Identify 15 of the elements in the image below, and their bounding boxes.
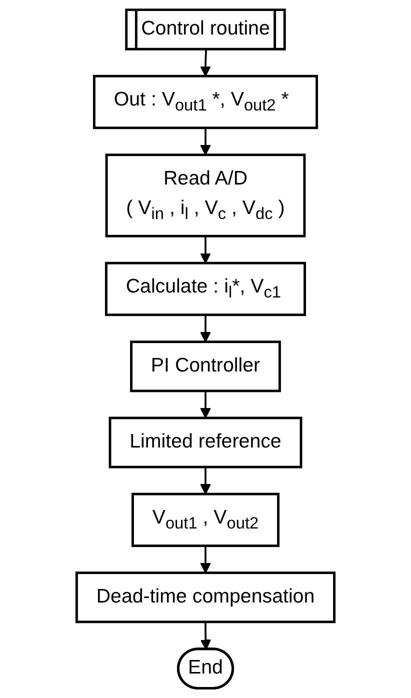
arrow <box>200 546 211 574</box>
arrow <box>200 314 211 342</box>
arrow <box>200 50 211 77</box>
node-box: Calculate : i$_{l}$*, V$_{c1}$ <box>104 262 306 316</box>
arrow <box>200 128 211 156</box>
arrow <box>200 622 212 650</box>
arrow <box>200 390 211 418</box>
node-box: Limited reference <box>108 416 302 468</box>
node-box: Out : V$_{out1}$ *, V$_{out2}$ * <box>92 74 318 130</box>
arrow <box>200 236 211 264</box>
node-box: V$_{out1}$ , V$_{out2}$ <box>132 492 280 548</box>
node-box: PI Controller <box>130 340 281 392</box>
arrow <box>200 467 211 495</box>
node-box: Dead-time compensation <box>75 572 336 624</box>
node-box: Read A/D ( V$_{in}$ , i$_{l}$ , V$_{c}$ , V$_{dc}$ ) <box>105 154 306 238</box>
